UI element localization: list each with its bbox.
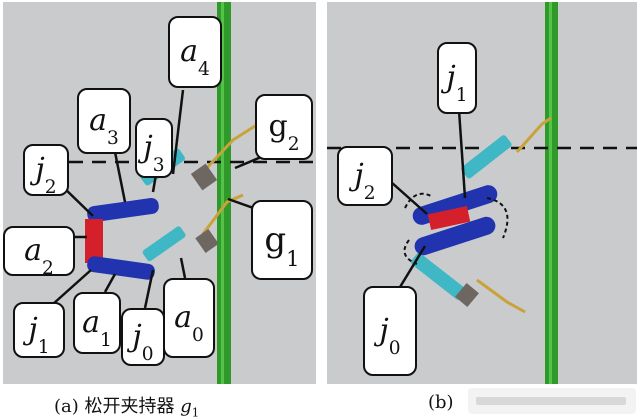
- label-j0: j0: [363, 286, 417, 376]
- gripper-lower-claw: [476, 278, 526, 314]
- label-a2: a2: [3, 226, 75, 277]
- panel-a-drawing: [23, 2, 316, 384]
- link-upper-cyan: [461, 135, 512, 179]
- gripper-g2-claw: [201, 124, 256, 174]
- label-j2: j2: [23, 144, 69, 196]
- panel-b: j1 j2 j0: [327, 2, 637, 384]
- link-a1: [87, 256, 155, 280]
- link-a0: [142, 226, 186, 262]
- label-j2: j2: [337, 146, 393, 206]
- panel-b-drawing: [327, 2, 637, 384]
- label-g1: g1: [251, 200, 313, 280]
- leader-lines: [390, 109, 467, 293]
- label-a1: a1: [73, 292, 121, 354]
- watermark-overlay: [468, 388, 636, 414]
- caption-a: (a) 松开夹持器 g1: [54, 396, 200, 420]
- link-red: [427, 206, 471, 230]
- label-a3: a3: [77, 88, 131, 154]
- label-j1: j1: [437, 42, 477, 114]
- link-a3: [87, 197, 159, 223]
- label-g2: g2: [255, 94, 313, 160]
- gripper-upper-claw: [515, 116, 552, 153]
- label-j1: j1: [13, 302, 65, 358]
- gripper-g1-claw: [201, 193, 244, 235]
- gripper-lower: [455, 282, 479, 308]
- label-j3: j3: [135, 118, 173, 178]
- link-lower-blue: [414, 216, 496, 256]
- link-lower-cyan: [410, 252, 467, 300]
- label-j0: j0: [121, 308, 165, 366]
- caption-b: (b): [428, 392, 454, 413]
- label-a0: a0: [163, 278, 215, 358]
- rotation-arrows: [403, 192, 509, 265]
- panel-a: a4 a3 j3 j2 g2 g1 a2 j1 a1 j0 a0: [3, 2, 316, 384]
- label-a4: a4: [168, 16, 222, 88]
- gripper-g1: [195, 229, 219, 253]
- gripper-g2: [190, 163, 218, 191]
- link-a2: [85, 219, 103, 263]
